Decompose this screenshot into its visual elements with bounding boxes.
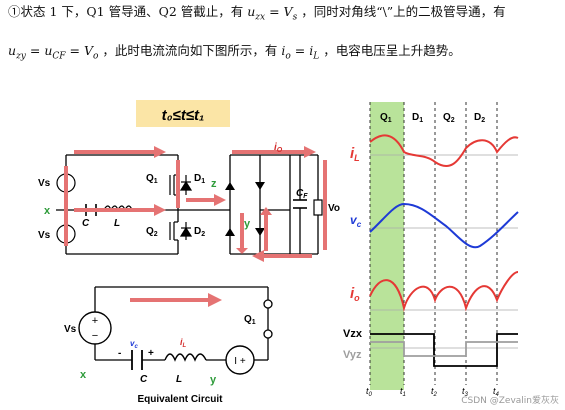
label-c: C [82, 218, 90, 229]
svg-text:−: − [92, 330, 98, 342]
eq-label-il: iL [180, 337, 187, 349]
credit-watermark: CSDN @Zevalin爱灰灰 [461, 396, 559, 406]
label-vyz: Vyz [343, 349, 362, 361]
interval-label-d2: D2 [474, 112, 485, 124]
text-segment: ，此时电流流向如下图所示，有 [102, 43, 278, 58]
node-z: z [211, 178, 217, 190]
eq-plus: + [148, 348, 154, 359]
circuit-figure: t₀≤t≤t₁ [38, 100, 519, 405]
label-vs-top: Vs [38, 178, 51, 189]
node-y: y [244, 218, 251, 230]
eq-label-q1: Q1 [244, 314, 256, 326]
node-x: x [44, 205, 51, 217]
t-label-0: t0 [366, 386, 373, 398]
eq-label-vs: Vs [64, 324, 77, 335]
svg-text:+: + [92, 315, 98, 327]
interval-label: t₀≤t≤t₁ [162, 107, 205, 124]
paragraph-line-1: ①状态 1 下，Q1 管导通、Q2 管截止，有 uzx = Vs ，同时对角线“… [8, 4, 506, 26]
current-flow-arrows [64, 146, 327, 262]
label-il: iL [350, 145, 360, 163]
equivalent-circuit-title: Equivalent Circuit [137, 394, 223, 405]
output-source-sign: I + [234, 356, 246, 367]
label-d1: D1 [194, 173, 205, 185]
label-vo: Vo [328, 203, 340, 214]
vzx-waveform [370, 333, 518, 367]
eq-minus: - [118, 348, 121, 359]
vc-waveform [369, 202, 519, 249]
label-d2: D2 [194, 226, 205, 238]
eq-label-c: C [140, 374, 148, 385]
label-vs-bottom: Vs [38, 230, 51, 241]
t-label-2: t2 [431, 386, 438, 398]
equation-uzy-ucf-vo: uzy = uCF = Vo [8, 43, 99, 62]
label-io-waveform: io [350, 285, 360, 303]
interval-label-d1: D1 [412, 112, 423, 124]
text-segment: ，同时对角线“\”上的二极管导通，有 [301, 4, 506, 19]
eq-node-y: y [210, 374, 217, 386]
t-label-3: t3 [462, 386, 469, 398]
t-label-1: t1 [400, 386, 406, 398]
label-q1: Q1 [146, 173, 158, 185]
eq-label-vc: vc [130, 339, 138, 350]
eq-label-l: L [176, 374, 182, 385]
interval-label-q2: Q2 [443, 112, 455, 124]
interval-label-q1: Q1 [380, 112, 392, 124]
output-source-equivalent [225, 345, 255, 375]
switch-q1 [169, 174, 193, 196]
io-waveform [369, 271, 519, 312]
label-q2: Q2 [146, 226, 158, 238]
label-io: iO [274, 142, 283, 154]
paragraph-line-2: uzy = uCF = Vo ，此时电流流向如下图所示，有 io = iL ，电… [8, 43, 461, 65]
inductor-l-equivalent [164, 353, 207, 362]
waveform-panel [369, 102, 519, 390]
label-vzx: Vzx [343, 328, 363, 340]
switch-q2 [169, 221, 193, 241]
interval-label-box [136, 100, 230, 127]
equation-io-il: io = iL [281, 43, 320, 62]
il-waveform [369, 134, 519, 167]
eq-node-x: x [80, 369, 87, 381]
equivalent-circuit [94, 286, 269, 361]
text-segment: ①状态 1 下，Q1 管导通、Q2 管截止，有 [8, 4, 244, 19]
vyz-waveform [370, 341, 518, 357]
bridge-diodes [225, 182, 265, 236]
label-cf: CF [296, 188, 308, 200]
text-segment: ，电容电压呈上升趋势。 [323, 43, 461, 58]
vs-source-equivalent [78, 311, 112, 345]
label-vc: vc [350, 213, 362, 229]
equation-uzx-vs: uzx = Vs [247, 4, 298, 23]
label-l: L [114, 218, 120, 229]
t-label-4: t4 [493, 386, 500, 398]
